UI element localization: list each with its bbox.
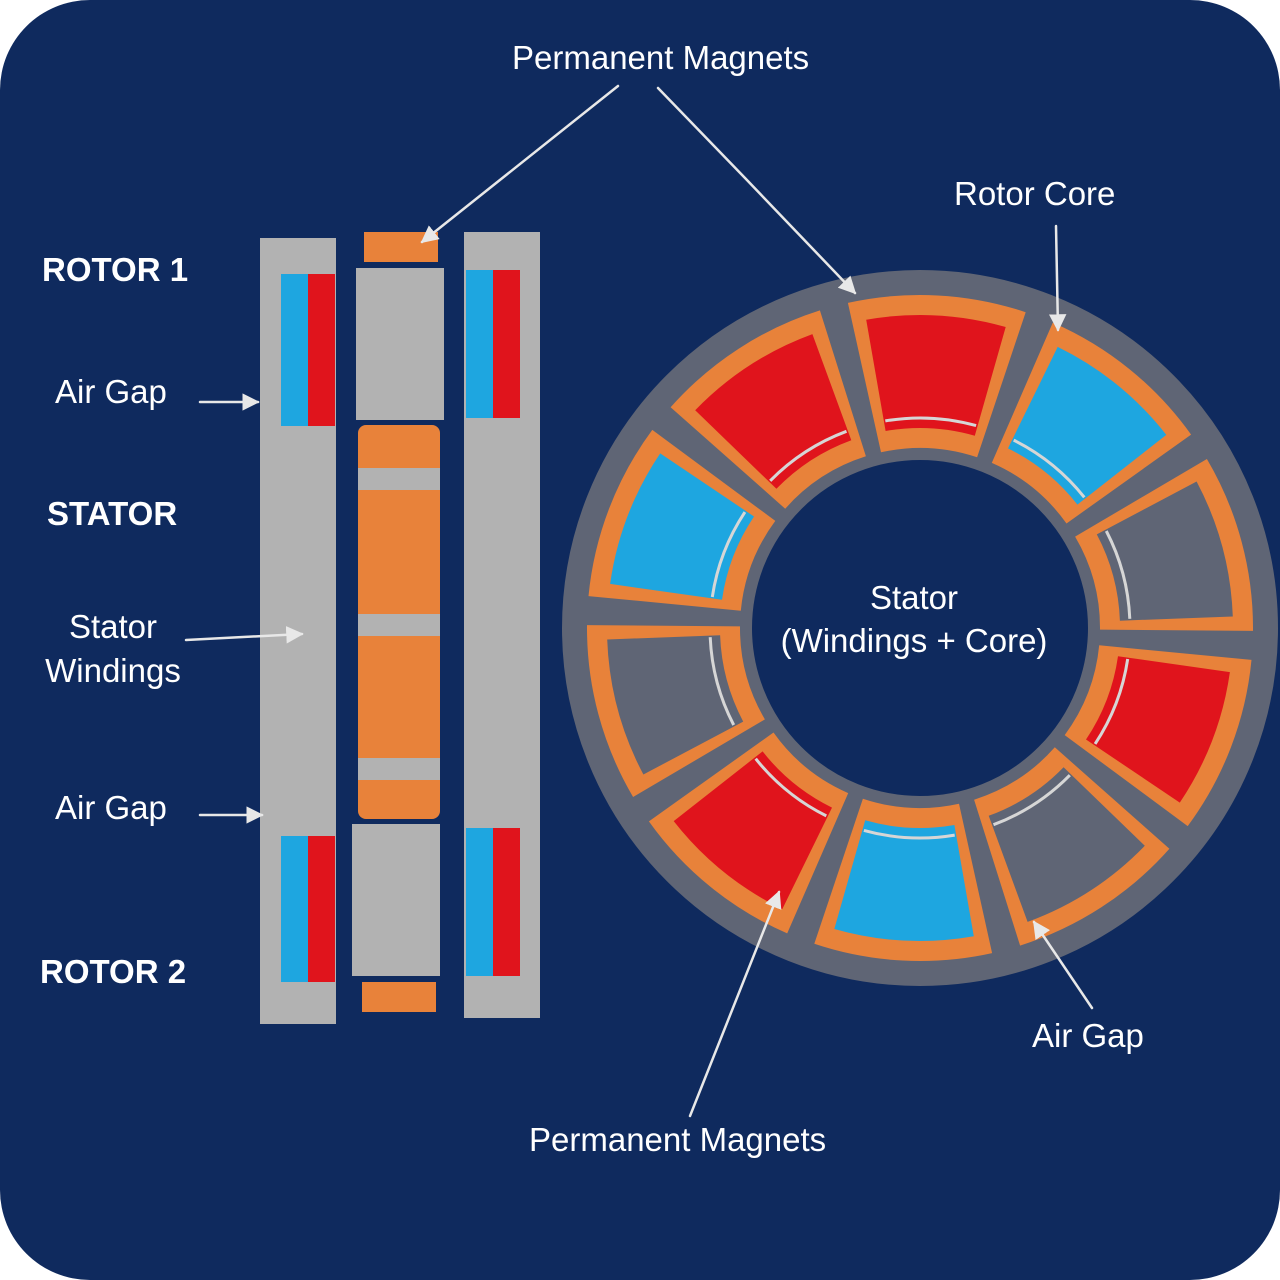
magnet-blue (466, 270, 493, 418)
air-gap-top-label: Air Gap (55, 373, 167, 410)
magnet-red (493, 270, 520, 418)
stator-label: STATOR (47, 495, 178, 532)
arrow-air-gap-ring (1032, 920, 1094, 1010)
rotor-segment-magnet (1096, 481, 1233, 621)
rotor1-label: ROTOR 1 (42, 251, 189, 288)
rotor-segment-magnet (866, 315, 1006, 436)
rotor-segment-magnet (1086, 656, 1230, 803)
magnet-red (493, 828, 520, 976)
stator-core-block-bottom (352, 824, 440, 976)
rotor-core-label: Rotor Core (954, 175, 1116, 212)
rotor2-label: ROTOR 2 (40, 953, 187, 990)
ring-cross-section (562, 270, 1278, 986)
air-gap-line (1104, 530, 1132, 619)
rotor-segment-magnet (834, 820, 974, 941)
air-gap-ring-label: Air Gap (1032, 1017, 1144, 1054)
stator-core-band (358, 614, 440, 636)
stator-core-block-top (356, 268, 444, 420)
leader-arrows (184, 84, 1094, 1118)
rotor-segment-magnet (610, 453, 754, 600)
rotor-segment-magnet (988, 767, 1145, 922)
stator-windings-label-line2: Windings (45, 652, 181, 689)
air-gap-line (754, 757, 827, 818)
stator-core-band (358, 468, 440, 490)
stator-cap-bottom (362, 982, 436, 1012)
stator-center-label-line1: Stator (869, 579, 959, 616)
air-gap-bottom-label: Air Gap (55, 789, 167, 826)
permanent-magnets-bottom-label: Permanent Magnets (529, 1121, 827, 1158)
arrow-permanent-magnets-to-stator-cap (420, 84, 620, 244)
rotor-segment-magnet (673, 751, 832, 910)
rotor-segment-group (586, 294, 1254, 962)
linear-cross-section (260, 232, 540, 1024)
magnet-blue (281, 274, 308, 426)
arrow-permanent-magnets-bottom (688, 890, 782, 1118)
magnet-red (308, 274, 335, 426)
stator-core-band (358, 758, 440, 780)
magnet-blue (466, 828, 493, 976)
air-gap-line (710, 511, 747, 598)
air-gap-line (769, 429, 848, 482)
air-gap-line (708, 637, 736, 726)
magnet-blue (281, 836, 308, 982)
air-gap-line (1013, 438, 1086, 499)
arrow-rotor-core (1048, 224, 1067, 332)
arrow-permanent-magnets-to-ring (656, 86, 857, 295)
rotor-segment-magnet (607, 635, 744, 775)
air-gap-line (1093, 658, 1130, 745)
stator-center-label-line2: (Windings + Core) (780, 622, 1048, 659)
air-gap-line (992, 774, 1071, 827)
stator-windings-label-line1: Stator (68, 608, 158, 645)
magnet-red (308, 836, 335, 982)
arrow-stator-windings (184, 626, 304, 644)
rotor-segment-magnet (1008, 346, 1167, 505)
rotor-segment-magnet (695, 334, 852, 489)
permanent-magnets-top-label: Permanent Magnets (512, 39, 810, 76)
air-gap-line (885, 416, 977, 428)
stator-cap-top (364, 232, 438, 262)
air-gap-line (863, 828, 955, 840)
